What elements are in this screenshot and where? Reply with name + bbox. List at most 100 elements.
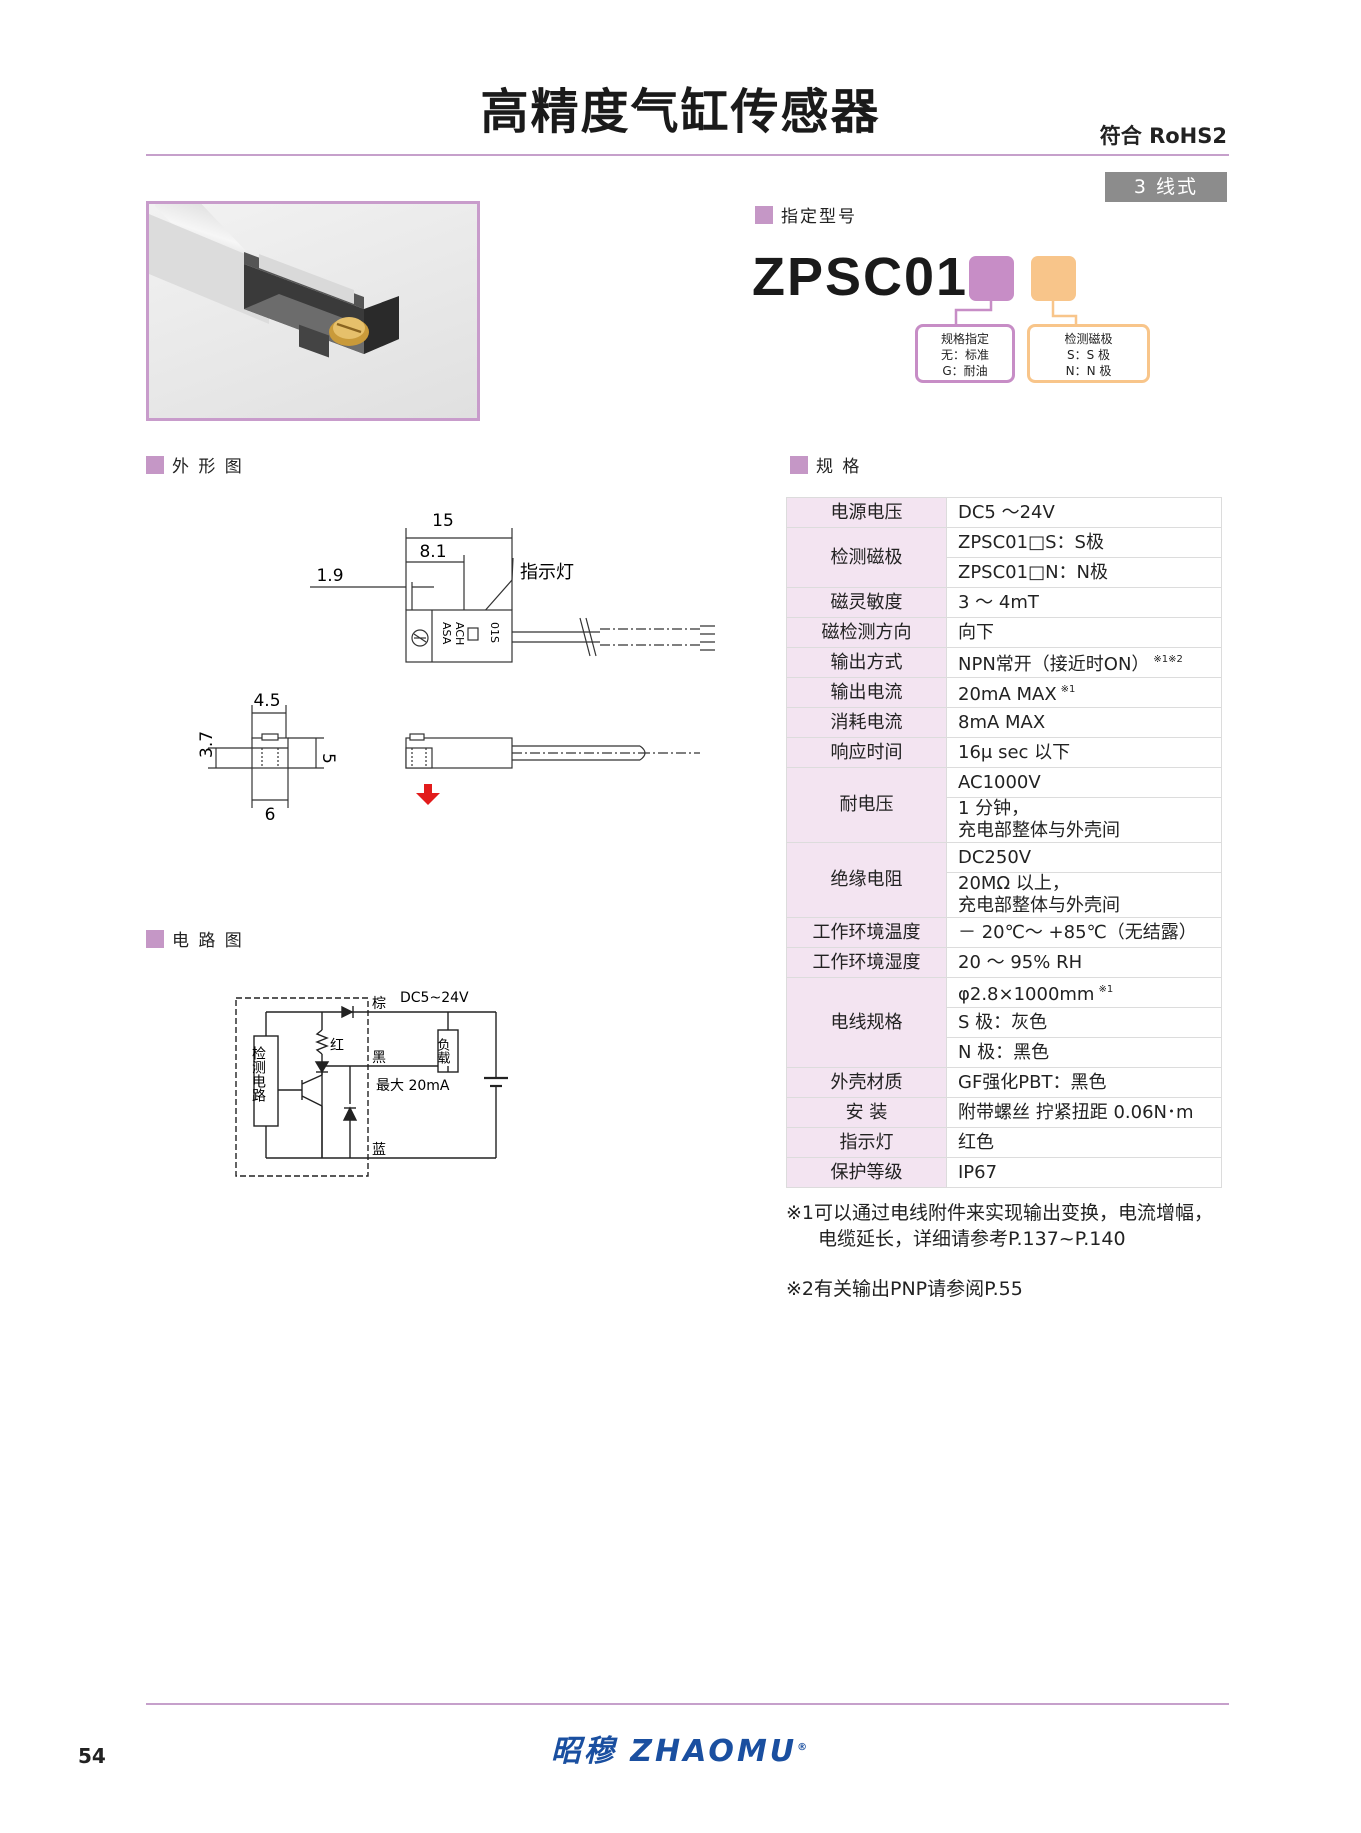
spec-value: 20MΩ 以上， 充电部整体与外壳间 [946, 872, 1222, 918]
spec-row: 20MΩ 以上， 充电部整体与外壳间 [787, 872, 1222, 918]
note-2: ※2有关输出PNP请参阅P.55 [786, 1278, 1023, 1300]
page-number: 54 [78, 1744, 106, 1768]
dim-left-gap: 1.9 [316, 566, 343, 586]
spec-value-text: 8mA MAX [958, 711, 1046, 733]
voltage-label: DC5~24V [400, 990, 469, 1006]
spec-note-ref: ※1 [1060, 684, 1076, 695]
spec-value-text: 1 分钟， 充电部整体与外壳间 [958, 798, 1120, 841]
spec-value-text: N 极：黑色 [958, 1041, 1050, 1063]
spec-value: GF强化PBT：黑色 [946, 1067, 1222, 1098]
wire-type-badge: 3 线式 [1105, 172, 1227, 202]
spec-value: 20 ～ 95% RH [946, 947, 1222, 978]
header-divider [146, 154, 1229, 156]
section-circuit: 电 路 图 [146, 926, 244, 951]
dim-side-height: 5 [318, 753, 338, 764]
spec-key: 绝缘电阻 [786, 842, 947, 918]
section-circuit-label: 电 路 图 [172, 931, 244, 951]
spec-value: 附带螺丝 拧紧扭距 0.06N･m [946, 1097, 1222, 1128]
option2-line: N：N 极 [1065, 364, 1112, 378]
option2-line: S：S 极 [1066, 348, 1111, 362]
option2-polarity-box: 检测磁极 S：S 极 N：N 极 [1027, 324, 1150, 383]
spec-value-text: 附带螺丝 拧紧扭距 0.06N･m [958, 1101, 1194, 1123]
spec-value-text: φ2.8×1000mm [958, 984, 1095, 1005]
section-model: 指定型号 [755, 202, 857, 227]
spec-value: NPN常开（接近时ON）※1※2 [946, 647, 1222, 678]
spec-value: 向下 [946, 617, 1222, 648]
spec-value-text: － 20℃～ +85℃（无结露） [958, 921, 1197, 943]
spec-value: DC250V [946, 842, 1222, 873]
spec-note-ref: ※1 [1098, 984, 1114, 995]
spec-key: 外壳材质 [786, 1067, 947, 1098]
section-outline-label: 外 形 图 [172, 457, 244, 477]
spec-key: 工作环境温度 [786, 917, 947, 948]
spec-row: 工作环境温度 － 20℃～ +85℃（无结露） [786, 917, 1222, 948]
logo-cn: 昭穆 [550, 1734, 617, 1769]
page-title: 高精度气缸传感器 [480, 84, 881, 140]
option1-line: G：耐油 [942, 364, 988, 378]
spec-value: 20mA MAX※1 [946, 677, 1222, 708]
spec-key: 耐电压 [786, 767, 947, 843]
spec-value-text: S 极：灰色 [958, 1011, 1048, 1033]
spec-value-text: 20mA MAX [958, 684, 1057, 705]
circuit-diagram: 棕 DC5~24V 红 黑 最大 20mA 蓝 检测电路 负载 [235, 990, 508, 1177]
spec-value: S 极：灰色 [946, 1007, 1222, 1038]
spec-row: 安 装附带螺丝 拧紧扭距 0.06N･m [786, 1097, 1222, 1128]
spec-value-text: NPN常开（接近时ON） [958, 654, 1150, 675]
sensor-photo-illustration [149, 204, 399, 358]
spec-value: 8mA MAX [946, 707, 1222, 738]
spec-value-text: 3 ～ 4mT [958, 591, 1039, 613]
spec-value-text: 16μ sec 以下 [958, 741, 1071, 763]
spec-key: 指示灯 [786, 1127, 947, 1158]
brand-logo: 昭穆 ZHAOMU® [0, 1726, 1361, 1770]
body-text: ACH [453, 622, 466, 645]
model-code: ZPSC01 [752, 247, 969, 307]
product-photo [146, 201, 480, 421]
spec-value-text: ZPSC01□S：S极 [958, 531, 1104, 553]
spec-value: 16μ sec 以下 [946, 737, 1222, 768]
spec-key: 保护等级 [786, 1157, 947, 1188]
outline-drawing: 15 8.1 1.9 指示灯 4.5 3.7 5 6 ASA ACH 01S [197, 511, 715, 825]
spec-value: N 极：黑色 [946, 1037, 1222, 1068]
spec-value: 3 ～ 4mT [946, 587, 1222, 618]
spec-value-text: DC5 ～24V [958, 501, 1055, 523]
spec-value: ZPSC01□N：N极 [946, 557, 1222, 588]
led-label: 指示灯 [520, 562, 574, 583]
spec-value: － 20℃～ +85℃（无结露） [946, 917, 1222, 948]
max-current-label: 最大 20mA [376, 1078, 450, 1094]
section-marker-icon [146, 929, 164, 948]
note-1-line: ※1可以通过电线附件来实现输出变换，电流增幅， [786, 1202, 1214, 1224]
section-model-label: 指定型号 [781, 207, 857, 227]
option1-spec-box: 规格指定 无：标准 G：耐油 [915, 324, 1015, 383]
option2-title: 检测磁极 [1064, 332, 1113, 346]
option-connectors [954, 301, 1078, 324]
wire-black-label: 黑 [372, 1050, 386, 1066]
section-spec: 规 格 [790, 452, 861, 477]
detect-circuit-label: 检测电路 [250, 1046, 266, 1102]
note-1: ※1可以通过电线附件来实现输出变换，电流增幅， 电缆延长，详细请参考P.137~… [786, 1200, 1213, 1252]
led-red-label: 红 [330, 1038, 344, 1054]
spec-note-ref: ※1※2 [1153, 654, 1183, 665]
load-label: 负载 [435, 1038, 451, 1065]
spec-value: ZPSC01□S：S极 [946, 527, 1222, 558]
spec-value: φ2.8×1000mm※1 [946, 977, 1222, 1008]
spec-value: AC1000V [946, 767, 1222, 798]
spec-row: 指示灯红色 [786, 1127, 1222, 1158]
spec-row: 磁检测方向向下 [786, 617, 1222, 648]
section-marker-icon [790, 455, 808, 474]
spec-key: 输出方式 [786, 647, 947, 678]
spec-value-text: 向下 [958, 621, 994, 643]
rohs-label: 符合 RoHS2 [1099, 124, 1227, 148]
wire-brown-label: 棕 [372, 996, 386, 1012]
spec-key: 安 装 [786, 1097, 947, 1128]
